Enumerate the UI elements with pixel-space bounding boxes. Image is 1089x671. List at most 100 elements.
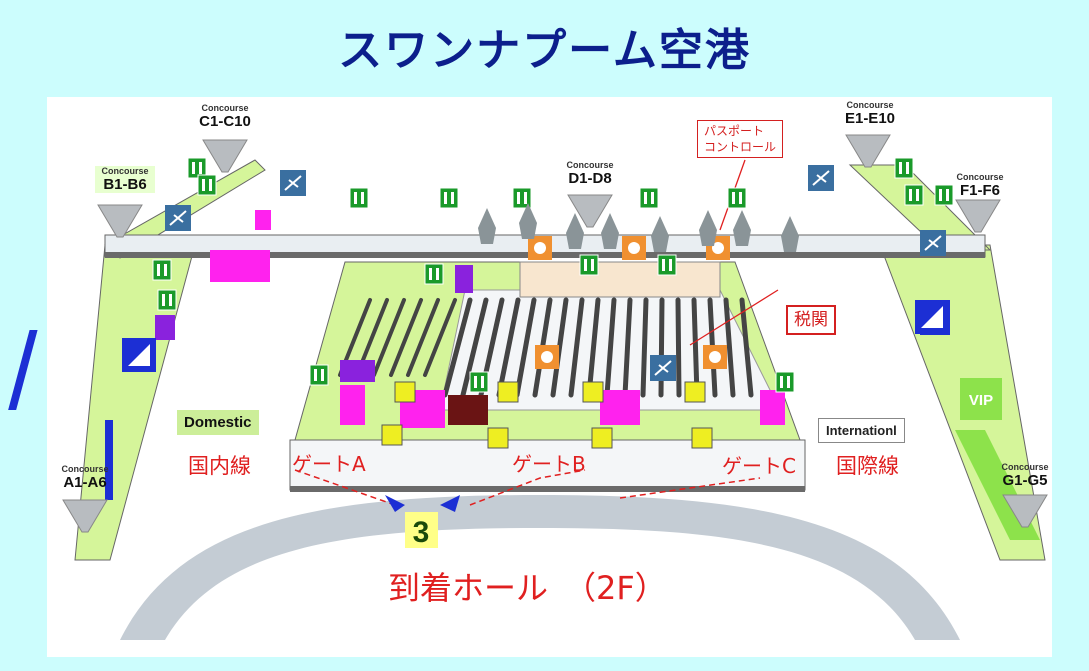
concourse-pointer bbox=[62, 499, 108, 533]
toilet-icon bbox=[309, 364, 329, 386]
facility-block bbox=[340, 360, 375, 382]
pagoda bbox=[478, 208, 496, 244]
facility-block bbox=[455, 265, 473, 293]
concourse-pointer bbox=[567, 194, 613, 228]
departure-sign bbox=[122, 338, 156, 372]
international-label: Internationl bbox=[818, 418, 905, 443]
domestic-jp-label: 国内線 bbox=[188, 454, 251, 478]
escalator-icon bbox=[497, 381, 519, 403]
toilet-icon bbox=[775, 371, 795, 393]
carousel bbox=[640, 297, 649, 398]
concourse-f-big: F1-F6 bbox=[959, 182, 1000, 199]
carousel bbox=[550, 297, 569, 398]
facility-block bbox=[155, 315, 175, 340]
pier-wall-left bbox=[8, 330, 113, 500]
toilet-icon bbox=[152, 259, 172, 281]
carousel bbox=[406, 298, 440, 377]
toilet-icon bbox=[469, 371, 489, 393]
concourse-c-big: C1-C10 bbox=[199, 113, 251, 130]
carousel bbox=[568, 297, 585, 398]
facility-block bbox=[210, 250, 270, 282]
concourse-a-small: Concourse bbox=[61, 464, 109, 474]
gate-arrow-left bbox=[385, 495, 405, 512]
carousel bbox=[691, 297, 700, 398]
carousel bbox=[460, 297, 489, 398]
gate-a-label: ゲートA bbox=[292, 452, 366, 476]
flight-icons bbox=[122, 165, 949, 381]
escalator-icon bbox=[684, 381, 706, 403]
baggage-icon bbox=[535, 345, 559, 369]
pagoda bbox=[651, 216, 669, 252]
toilet-icon bbox=[197, 174, 217, 196]
carousel bbox=[514, 297, 537, 398]
concourse-g-label: Concourse G1-G5 bbox=[995, 462, 1055, 489]
carousel bbox=[622, 297, 633, 398]
concourse-g-small: Concourse bbox=[1001, 462, 1049, 472]
concourse-b-big: B1-B6 bbox=[103, 176, 147, 193]
passport-control-callout: パスポート コントロール bbox=[697, 120, 784, 158]
flight-icon bbox=[808, 165, 834, 191]
escalator-icon bbox=[487, 427, 509, 449]
facility-block bbox=[600, 390, 640, 425]
concourse-e-big: E1-E10 bbox=[844, 110, 896, 127]
page-title: スワンナプーム空港 bbox=[338, 25, 751, 76]
facility-block bbox=[448, 395, 488, 425]
escalator-icons bbox=[381, 381, 713, 449]
route-to-gate bbox=[294, 469, 761, 506]
concourse-a-label: Concourse A1-A6 bbox=[55, 464, 115, 491]
concourse-pointer bbox=[1002, 494, 1048, 528]
pagoda bbox=[781, 216, 799, 252]
toilet-icon bbox=[424, 263, 444, 285]
facility-block bbox=[255, 210, 271, 230]
toilet-icon bbox=[894, 157, 914, 179]
flight-icon bbox=[650, 355, 676, 381]
concourse-d-small: Concourse bbox=[566, 160, 614, 170]
concourse-f-small: Concourse bbox=[956, 172, 1004, 182]
carousel bbox=[442, 297, 473, 398]
toilet-icon bbox=[657, 254, 677, 276]
concourse-pointer bbox=[97, 204, 143, 238]
arrival-roadway bbox=[120, 495, 960, 640]
pagoda bbox=[519, 203, 537, 239]
concourse-d-label: Concourse D1-D8 bbox=[558, 160, 622, 187]
pagoda bbox=[733, 210, 751, 246]
toilet-icon bbox=[639, 187, 659, 209]
toilet-icon bbox=[187, 157, 207, 179]
baggage-icons bbox=[528, 236, 730, 369]
concourse-pointer bbox=[845, 134, 891, 168]
pier-e bbox=[848, 164, 992, 251]
carousel bbox=[496, 297, 521, 398]
gate-number-badge bbox=[405, 512, 438, 548]
concourse-pointers bbox=[62, 134, 1048, 533]
baggage-icon bbox=[528, 236, 552, 260]
concourse-c-label: Concourse C1-C10 bbox=[195, 103, 255, 130]
facility-block bbox=[340, 385, 365, 425]
flight-icon bbox=[165, 205, 191, 231]
toilet-icon bbox=[349, 187, 369, 209]
curb-edge bbox=[290, 486, 805, 492]
pagoda bbox=[699, 210, 717, 246]
escalator-icon bbox=[381, 424, 403, 446]
escalator-icon bbox=[394, 381, 416, 403]
carousel bbox=[586, 297, 601, 398]
toilet-icon bbox=[439, 187, 459, 209]
carousel bbox=[723, 297, 736, 398]
toilet-icon bbox=[512, 187, 532, 209]
concourse-e-label: Concourse E1-E10 bbox=[838, 100, 902, 127]
gate-number: 3 bbox=[413, 516, 430, 549]
vip-label: VIP bbox=[969, 392, 993, 409]
concourse-b-label: Concourse B1-B6 bbox=[95, 166, 155, 193]
international-jp-label: 国際線 bbox=[836, 454, 899, 478]
toilet-icons bbox=[152, 157, 954, 393]
escalator-icon bbox=[691, 427, 713, 449]
vip-sign bbox=[960, 378, 1002, 420]
flight-icon bbox=[280, 170, 306, 196]
carousel bbox=[739, 297, 754, 398]
carousel bbox=[675, 297, 682, 398]
toilet-icon bbox=[934, 184, 954, 206]
concourse-a-big: A1-A6 bbox=[63, 474, 107, 491]
concourse-e-small: Concourse bbox=[846, 100, 894, 110]
gate-c-label: ゲートC bbox=[722, 454, 796, 478]
